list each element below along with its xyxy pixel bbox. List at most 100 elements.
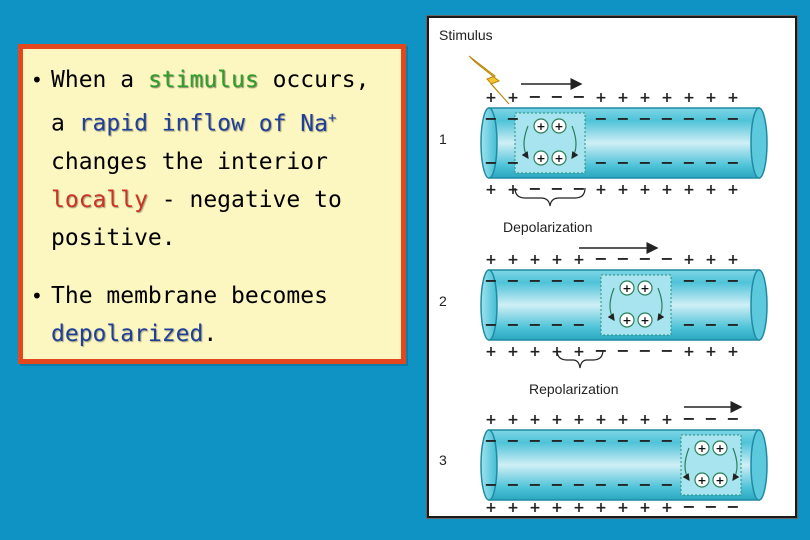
inner-charge-sign: − bbox=[550, 431, 563, 450]
inner-charge-sign: − bbox=[594, 431, 607, 450]
inner-charge-sign: − bbox=[638, 109, 651, 128]
axon-step-1 bbox=[480, 107, 768, 179]
outer-charge-sign: + bbox=[705, 182, 717, 198]
outer-charge-sign: + bbox=[639, 182, 651, 198]
current-flow-arrow bbox=[607, 287, 615, 321]
axon-step-3 bbox=[480, 429, 768, 501]
inner-charge-sign: − bbox=[638, 431, 651, 450]
text-run: changes the interior bbox=[51, 148, 328, 175]
outer-charge-sign: + bbox=[595, 90, 607, 106]
step-number-1: 1 bbox=[439, 131, 447, 147]
outer-charge-sign: + bbox=[661, 412, 673, 428]
inner-charge-sign: − bbox=[506, 153, 519, 172]
current-flow-arrow bbox=[657, 287, 665, 321]
inner-charge-sign: − bbox=[726, 153, 739, 172]
inner-charge-sign: − bbox=[550, 271, 563, 290]
inner-charge-sign: − bbox=[506, 109, 519, 128]
outer-charge-sign: + bbox=[485, 182, 497, 198]
outer-charge-sign: + bbox=[507, 90, 519, 106]
outer-charge-sign: + bbox=[639, 412, 651, 428]
bullet-stimulus: • When a stimulus occurs, a rapid inflow… bbox=[31, 61, 391, 257]
inner-charge-sign: − bbox=[704, 153, 717, 172]
inner-charge-sign: − bbox=[572, 271, 585, 290]
inner-charge-sign: − bbox=[660, 475, 673, 494]
sodium-ion-icon bbox=[637, 312, 653, 328]
outer-charge-sign: + bbox=[507, 344, 519, 360]
outer-charge-sign: + bbox=[595, 182, 607, 198]
text-run bbox=[245, 111, 259, 137]
outer-charge-sign: + bbox=[683, 90, 695, 106]
sodium-ion-sign: + bbox=[697, 442, 706, 455]
inner-charge-sign: − bbox=[572, 315, 585, 334]
outer-charge-sign: + bbox=[529, 412, 541, 428]
outer-charge-sign: + bbox=[485, 412, 497, 428]
inner-charge-sign: − bbox=[638, 153, 651, 172]
depolarization-brace bbox=[514, 187, 586, 207]
step-number-3: 3 bbox=[439, 452, 447, 468]
keyword-na-text: of Na bbox=[258, 110, 328, 137]
outer-charge-sign: + bbox=[617, 90, 629, 106]
inner-charge-sign: − bbox=[638, 475, 651, 494]
inner-charge-sign: − bbox=[704, 271, 717, 290]
keyword-locally: locally bbox=[51, 186, 148, 213]
text-panel: • When a stimulus occurs, a rapid inflow… bbox=[18, 44, 406, 364]
outer-charge-sign: + bbox=[595, 500, 607, 516]
stimulus-label: Stimulus bbox=[439, 27, 493, 43]
outer-charge-sign: − bbox=[726, 409, 739, 428]
inner-charge-sign: − bbox=[528, 431, 541, 450]
axon-step-2 bbox=[480, 269, 768, 341]
inner-charge-sign: − bbox=[572, 431, 585, 450]
outer-charge-sign: + bbox=[705, 344, 717, 360]
inner-charge-sign: − bbox=[726, 271, 739, 290]
outer-charge-sign: − bbox=[638, 249, 651, 268]
inner-charge-sign: − bbox=[528, 315, 541, 334]
outer-charge-sign: + bbox=[573, 500, 585, 516]
keyword-depolarized: depolarized bbox=[51, 320, 204, 347]
outer-charge-sign: + bbox=[551, 412, 563, 428]
inner-charge-sign: − bbox=[528, 271, 541, 290]
outer-charge-sign: − bbox=[682, 497, 695, 516]
sodium-ion-icon bbox=[712, 440, 728, 456]
outer-charge-sign: + bbox=[529, 500, 541, 516]
bullet-marker: • bbox=[31, 283, 43, 308]
inner-charge-sign: − bbox=[660, 153, 673, 172]
sodium-ion-sign: + bbox=[697, 474, 706, 487]
inner-charge-sign: − bbox=[594, 153, 607, 172]
sodium-ion-icon bbox=[694, 440, 710, 456]
inner-charge-sign: − bbox=[726, 315, 739, 334]
inner-charge-sign: − bbox=[484, 271, 497, 290]
inner-charge-sign: − bbox=[616, 109, 629, 128]
outer-charge-sign: + bbox=[573, 412, 585, 428]
outer-charge-sign: + bbox=[485, 500, 497, 516]
inner-charge-sign: − bbox=[506, 315, 519, 334]
outer-charge-sign: + bbox=[507, 500, 519, 516]
sodium-ion-sign: + bbox=[715, 474, 724, 487]
inner-charge-sign: − bbox=[660, 109, 673, 128]
lightning-bolt-icon bbox=[468, 55, 510, 105]
outer-charge-sign: + bbox=[705, 90, 717, 106]
outer-charge-sign: − bbox=[572, 179, 585, 198]
figure-svg: Stimulus 1 2 3 bbox=[439, 27, 768, 516]
outer-charge-sign: + bbox=[551, 500, 563, 516]
outer-charge-sign: + bbox=[683, 182, 695, 198]
outer-charge-sign: − bbox=[594, 249, 607, 268]
inner-charge-sign: − bbox=[682, 315, 695, 334]
membrane-charges: ++−−++−−−−−−−−++−−++−−++−−++−−++−−++−−++… bbox=[484, 87, 739, 516]
outer-charge-sign: + bbox=[551, 344, 563, 360]
sodium-ion-sign: + bbox=[715, 442, 724, 455]
sodium-ion-sign: + bbox=[640, 282, 649, 295]
outer-charge-sign: + bbox=[507, 182, 519, 198]
inner-charge-sign: − bbox=[616, 431, 629, 450]
depolarization-label: Depolarization bbox=[503, 219, 593, 235]
outer-charge-sign: − bbox=[616, 341, 629, 360]
inner-charge-sign: − bbox=[682, 109, 695, 128]
inner-charge-sign: − bbox=[682, 271, 695, 290]
outer-charge-sign: − bbox=[704, 497, 717, 516]
outer-charge-sign: + bbox=[661, 182, 673, 198]
outer-charge-sign: + bbox=[573, 344, 585, 360]
bullet-membrane: • The membrane becomes depolarized. bbox=[31, 277, 391, 353]
outer-charge-sign: + bbox=[485, 252, 497, 268]
outer-charge-sign: − bbox=[528, 179, 541, 198]
outer-charge-sign: + bbox=[727, 182, 739, 198]
inner-charge-sign: − bbox=[528, 475, 541, 494]
